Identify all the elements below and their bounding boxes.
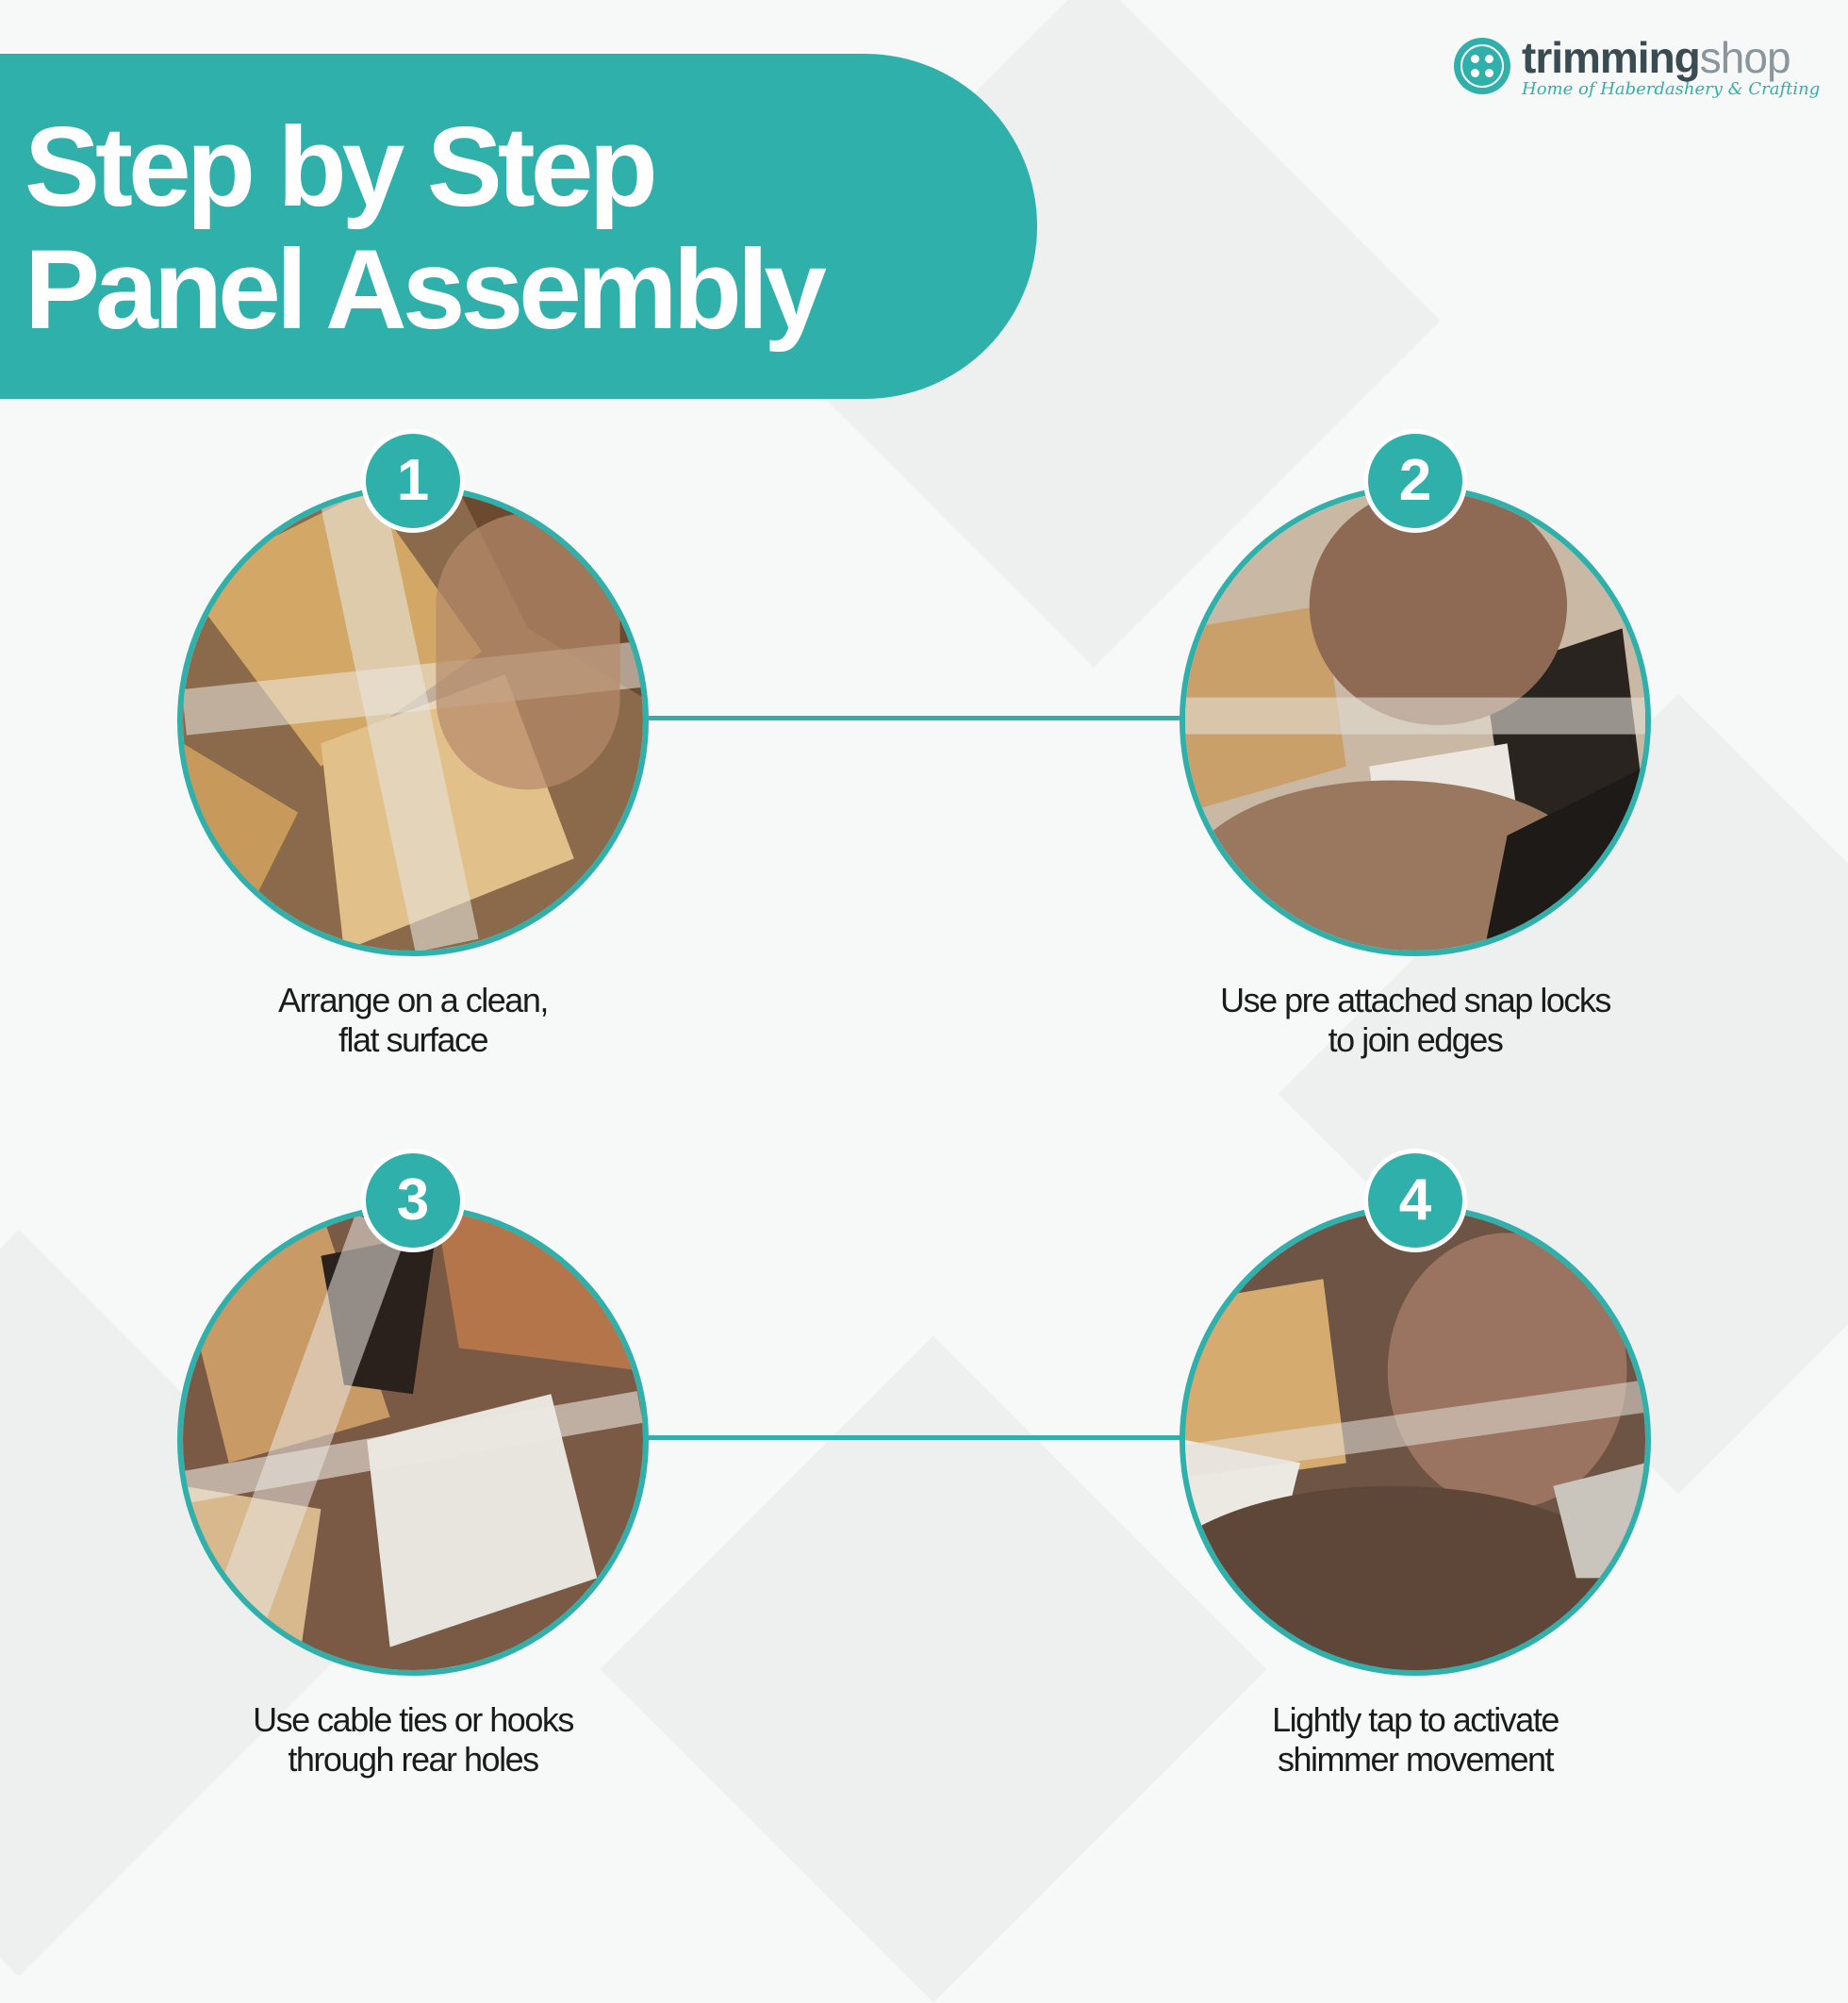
title-banner: Step by Step Panel Assembly [0,54,1037,399]
step-1-caption: Arrange on a clean, flat surface [278,981,549,1059]
step-2-number-badge: 2 [1363,429,1467,533]
brand-logo: trimmingshop Home of Haberdashery & Craf… [1450,33,1837,106]
step-2-photo [1180,485,1651,956]
step-3-photo [177,1204,649,1676]
step-4-caption: Lightly tap to activate shimmer movement [1272,1700,1559,1779]
brand-name: trimmingshop [1522,33,1791,82]
page-title-line-2: Panel Assembly [25,226,827,353]
step-1-photo [177,485,649,956]
page-title-line-1: Step by Step [25,104,658,230]
brand-tagline: Home of Haberdashery & Crafting [1522,79,1821,99]
step-4-number-badge: 4 [1363,1149,1467,1252]
connector-line-1-2 [647,716,1184,720]
step-2-caption: Use pre attached snap locks to join edge… [1220,981,1611,1059]
button-logo-icon [1454,38,1510,94]
step-3-caption: Use cable ties or hooks through rear hol… [253,1700,574,1779]
step-4-photo [1180,1204,1651,1676]
step-3-number-badge: 3 [361,1149,465,1252]
step-1-number-badge: 1 [361,429,465,533]
connector-line-3-4 [647,1435,1184,1440]
